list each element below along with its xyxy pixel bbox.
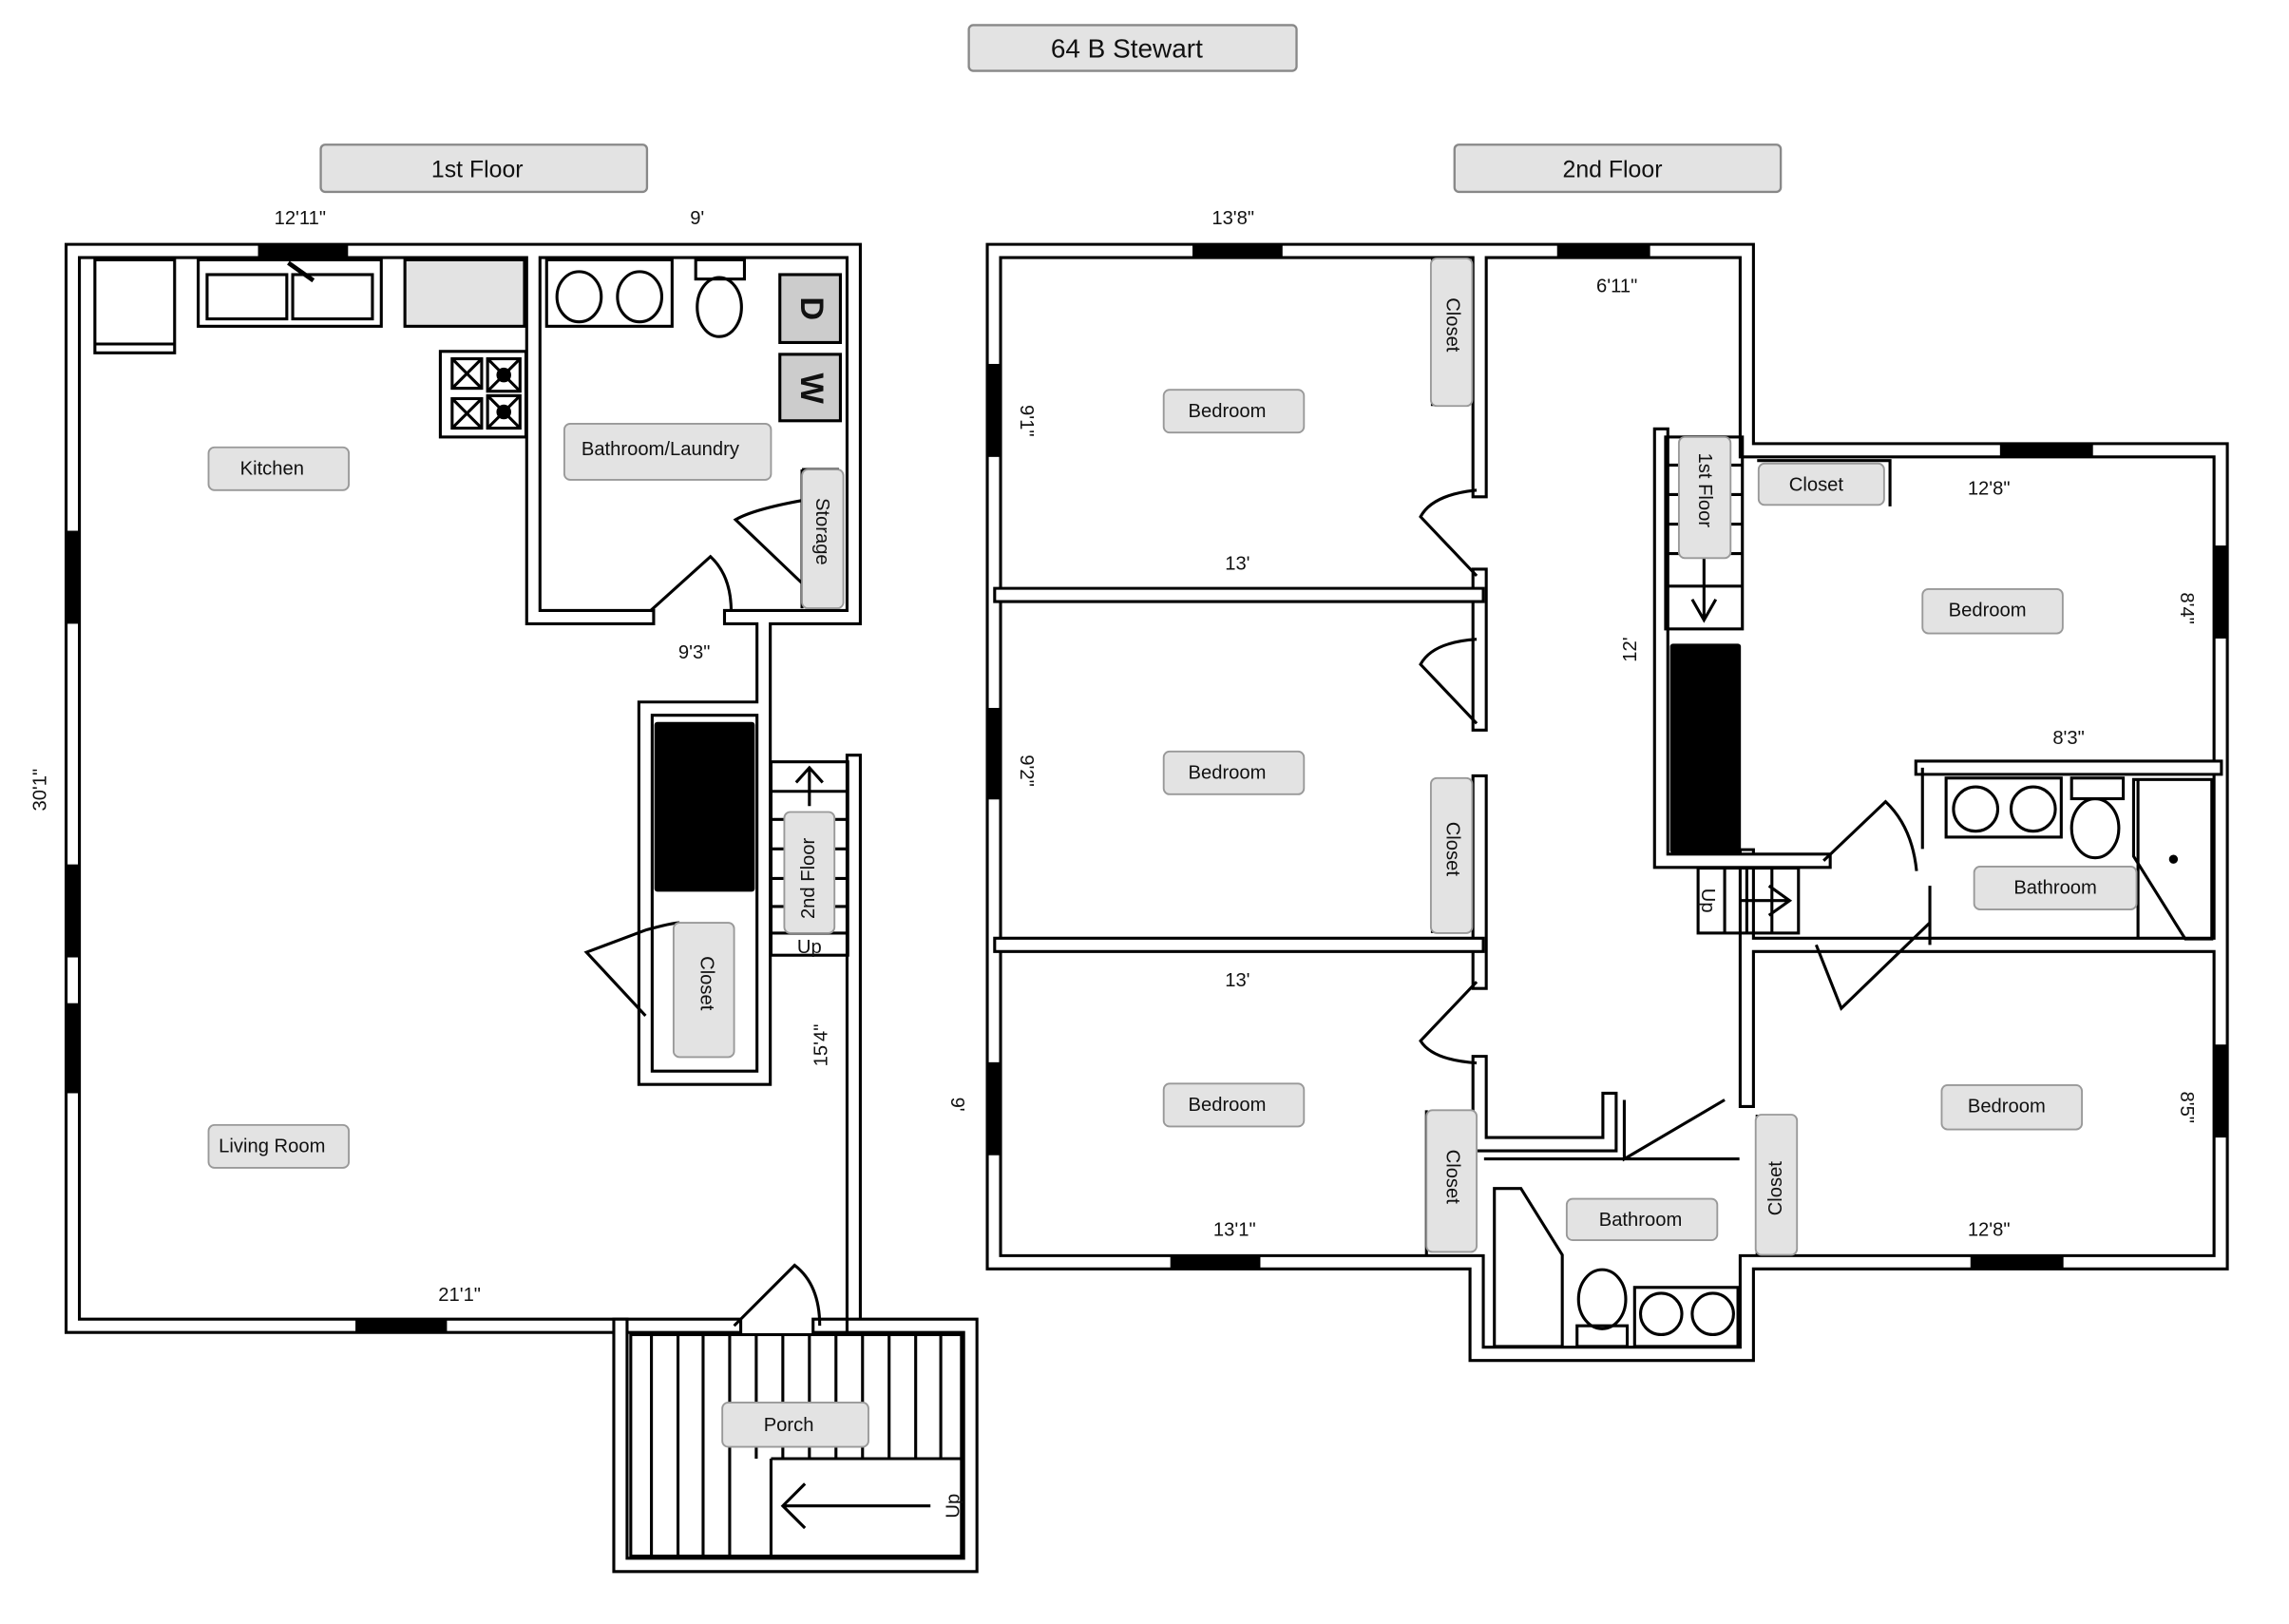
dim-2-bed3-side: 9' bbox=[946, 1098, 967, 1112]
bath-fixtures-right bbox=[1944, 776, 2214, 941]
dryer-label: D bbox=[793, 296, 830, 320]
toilet-icon bbox=[2070, 796, 2121, 860]
dim-2-bed3-top: 13' bbox=[1225, 970, 1249, 991]
dim-bottom: 21'1" bbox=[438, 1285, 481, 1306]
dim-2-bed4-bottom: 8'3" bbox=[2052, 728, 2084, 749]
porch-up-label: Up bbox=[943, 1494, 963, 1519]
first-floor-windows bbox=[66, 244, 448, 1333]
svg-text:Closet: Closet bbox=[1789, 474, 1844, 495]
svg-text:Bedroom: Bedroom bbox=[1949, 601, 2027, 621]
washer-label: W bbox=[793, 373, 830, 404]
svg-text:Kitchen: Kitchen bbox=[240, 458, 304, 479]
toilet-icon bbox=[696, 276, 743, 338]
svg-text:Bathroom/Laundry: Bathroom/Laundry bbox=[582, 439, 740, 460]
fireplace bbox=[654, 721, 755, 892]
stairs-up-label-2: Up bbox=[1697, 888, 1718, 913]
svg-text:Living Room: Living Room bbox=[219, 1137, 325, 1157]
shower-icon bbox=[1493, 1187, 1564, 1348]
room-label-closet-5: Closet bbox=[1754, 1114, 1799, 1256]
second-floor-walls bbox=[985, 242, 2229, 1363]
dim-2-bed4-side: 8'4" bbox=[2176, 592, 2197, 623]
refrigerator bbox=[93, 258, 177, 354]
svg-text:1st Floor: 1st Floor bbox=[1694, 453, 1715, 528]
svg-text:Closet: Closet bbox=[1441, 297, 1462, 353]
dim-2-top: 13'8" bbox=[1211, 208, 1254, 229]
toilet-icon bbox=[1576, 1268, 1628, 1330]
dim-hall: 15'4" bbox=[811, 1024, 831, 1067]
svg-text:Bedroom: Bedroom bbox=[1189, 1095, 1267, 1116]
room-label-bedroom-1: Bedroom bbox=[1162, 389, 1306, 434]
bath-fixtures-bottom bbox=[1493, 1187, 1740, 1348]
svg-text:Closet: Closet bbox=[1441, 822, 1462, 877]
first-floor-doors bbox=[583, 499, 822, 1328]
room-label-closet: Closet bbox=[672, 922, 735, 1059]
kitchen-fixtures bbox=[93, 258, 528, 439]
svg-text:Closet: Closet bbox=[1765, 1161, 1786, 1216]
dim-2-bed5-side: 8'5" bbox=[2176, 1091, 2197, 1122]
porch-steps[interactable] bbox=[629, 1332, 963, 1558]
stairs-label-2nd-floor: 2nd Floor bbox=[783, 811, 836, 934]
dim-2-hall: 12' bbox=[1620, 637, 1641, 661]
dim-2-bed3-bottom: 13'1" bbox=[1213, 1219, 1256, 1240]
room-label-closet-2: Closet bbox=[1429, 776, 1474, 934]
sink bbox=[197, 258, 383, 328]
svg-text:Bathroom: Bathroom bbox=[1599, 1210, 1683, 1231]
second-floor-header: 2nd Floor bbox=[1453, 143, 1783, 194]
svg-text:Bathroom: Bathroom bbox=[2013, 878, 2097, 899]
room-label-bedroom-4: Bedroom bbox=[1921, 587, 2064, 635]
room-label-bedroom-5: Bedroom bbox=[1940, 1083, 2083, 1131]
first-floor-walls bbox=[65, 242, 979, 1574]
first-floor-label: 1st Floor bbox=[431, 157, 524, 182]
svg-text:Bedroom: Bedroom bbox=[1189, 762, 1267, 783]
dim-left: 30'1" bbox=[30, 769, 51, 812]
room-label-bedroom-2: Bedroom bbox=[1162, 750, 1306, 795]
room-label-closet-3: Closet bbox=[1425, 1109, 1478, 1253]
faucet-icon bbox=[287, 260, 315, 283]
svg-text:Porch: Porch bbox=[764, 1415, 814, 1436]
room-label-closet-1: Closet bbox=[1429, 257, 1474, 408]
room-label-porch: Porch bbox=[721, 1402, 869, 1448]
sink-icon bbox=[555, 270, 603, 324]
stove-icon bbox=[438, 350, 528, 439]
room-label-bathroom-2: Bathroom bbox=[1973, 866, 2138, 910]
second-floor-windows bbox=[987, 244, 2228, 1270]
dim-2-bed1-bottom: 13' bbox=[1225, 554, 1249, 575]
dim-2-bed2-side: 9'2" bbox=[1016, 755, 1037, 786]
dim-2-bed5-bottom: 12'8" bbox=[1968, 1219, 2011, 1240]
svg-text:2nd Floor: 2nd Floor bbox=[798, 838, 819, 920]
dim-2-hall-top: 6'11" bbox=[1596, 277, 1637, 297]
dim-2-bed4-top: 12'8" bbox=[1968, 478, 2011, 499]
sink-icon bbox=[616, 270, 664, 324]
title-box: 64 B Stewart bbox=[967, 24, 1298, 72]
svg-text:Bedroom: Bedroom bbox=[1189, 401, 1267, 422]
washer bbox=[778, 353, 843, 423]
title: 64 B Stewart bbox=[1051, 34, 1203, 64]
second-floor-doors bbox=[1419, 488, 1932, 1162]
shower-icon bbox=[2131, 777, 2214, 941]
second-floor-label: 2nd Floor bbox=[1563, 157, 1663, 182]
dim-kitchen-top: 12'11" bbox=[275, 208, 326, 229]
svg-text:Storage: Storage bbox=[811, 498, 832, 565]
stairs-label-1st-floor: 1st Floor bbox=[1677, 435, 1732, 560]
dim-bath-bottom: 9'3" bbox=[678, 642, 710, 663]
room-label-bathroom-laundry: Bathroom/Laundry bbox=[563, 422, 773, 481]
dryer bbox=[778, 273, 843, 344]
dim-bath-top: 9' bbox=[690, 208, 704, 229]
laundry-fixtures: D W bbox=[544, 258, 843, 423]
svg-text:Closet: Closet bbox=[696, 956, 717, 1011]
svg-text:Bedroom: Bedroom bbox=[1968, 1097, 2046, 1118]
room-label-bathroom-1: Bathroom bbox=[1565, 1197, 1719, 1241]
room-label-living-room: Living Room bbox=[207, 1123, 351, 1169]
room-label-closet-4: Closet bbox=[1757, 462, 1885, 506]
svg-text:Closet: Closet bbox=[1441, 1150, 1462, 1205]
dim-2-bed1-side: 9'1" bbox=[1016, 405, 1037, 436]
first-floor-header: 1st Floor bbox=[319, 143, 649, 194]
counter bbox=[403, 258, 526, 328]
room-label-bedroom-3: Bedroom bbox=[1162, 1082, 1306, 1128]
room-label-kitchen: Kitchen bbox=[207, 446, 351, 491]
room-label-storage: Storage bbox=[801, 468, 845, 610]
stairs-up-label: Up bbox=[797, 937, 822, 958]
chimney bbox=[1669, 643, 1742, 854]
